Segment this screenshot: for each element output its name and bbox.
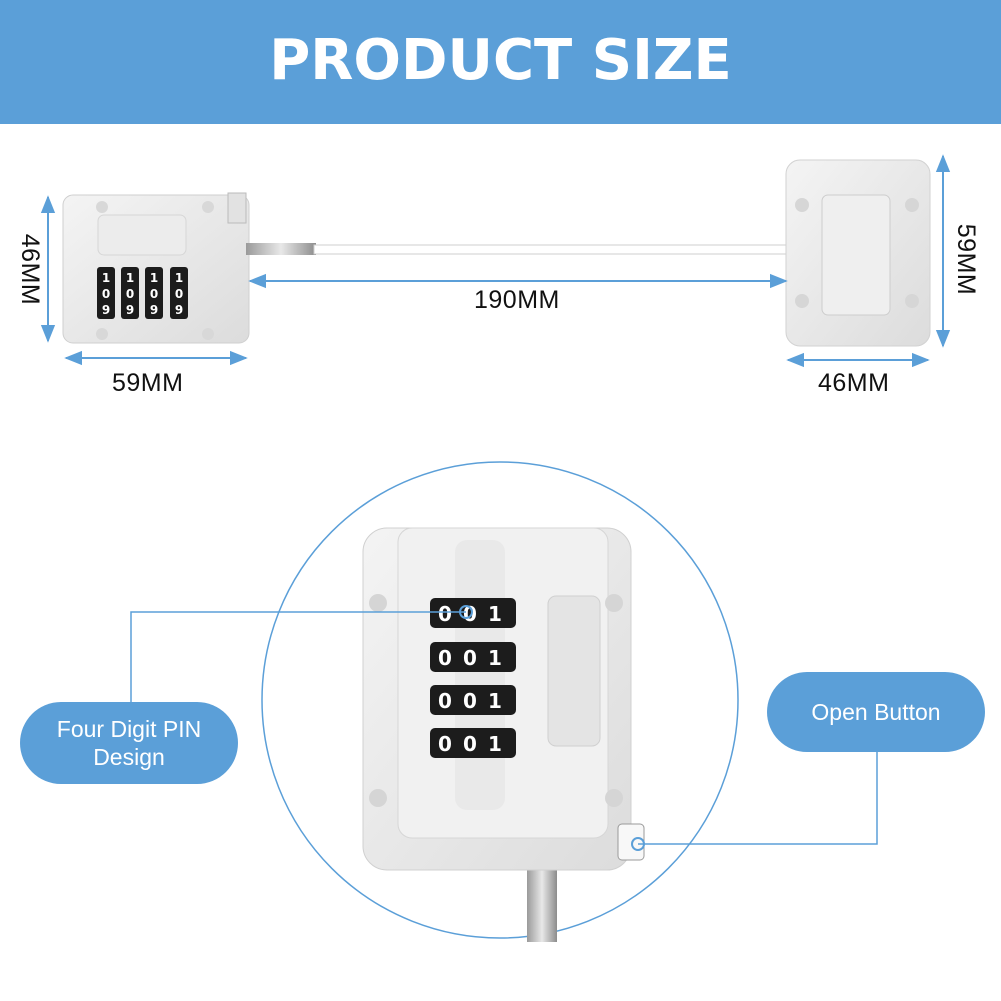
svg-text:1: 1	[488, 602, 502, 626]
lock-body-small: 1 0 9 1 0 9 1 0 9 1 0 9	[62, 192, 250, 344]
svg-text:0: 0	[438, 646, 452, 670]
svg-text:9: 9	[150, 303, 158, 317]
svg-text:0: 0	[438, 602, 452, 626]
svg-text:0: 0	[463, 602, 477, 626]
header-banner: PRODUCT SIZE	[0, 0, 1001, 124]
svg-text:0: 0	[463, 689, 477, 713]
mounting-plate	[785, 159, 931, 347]
open-button-knob	[617, 823, 645, 861]
svg-text:1: 1	[102, 271, 110, 285]
svg-text:1: 1	[488, 646, 502, 670]
svg-text:9: 9	[175, 303, 183, 317]
svg-text:1: 1	[488, 689, 502, 713]
security-cable	[246, 243, 825, 255]
svg-text:0: 0	[463, 732, 477, 756]
svg-text:0: 0	[463, 646, 477, 670]
plate-height-label: 59MM	[952, 223, 981, 296]
svg-text:1: 1	[150, 271, 158, 285]
open-button-callout: Open Button	[767, 672, 985, 752]
svg-text:1: 1	[175, 271, 183, 285]
svg-text:0: 0	[150, 287, 158, 301]
svg-text:9: 9	[102, 303, 110, 317]
svg-text:9: 9	[126, 303, 134, 317]
plate-width-label: 46MM	[818, 369, 890, 397]
cable-length-label: 190MM	[474, 286, 560, 314]
svg-text:1: 1	[126, 271, 134, 285]
lock-width-label: 59MM	[112, 369, 184, 397]
lock-height-label: 46MM	[16, 233, 45, 306]
svg-text:0: 0	[175, 287, 183, 301]
svg-text:0: 0	[438, 732, 452, 756]
svg-text:1: 1	[488, 732, 502, 756]
svg-text:0: 0	[126, 287, 134, 301]
cable-ends-large	[527, 862, 557, 942]
combination-dials-small: 1 0 9 1 0 9 1 0 9 1 0 9	[97, 267, 188, 319]
svg-text:0: 0	[438, 689, 452, 713]
page-title: PRODUCT SIZE	[269, 28, 732, 93]
pin-design-callout: Four Digit PIN Design	[20, 702, 238, 784]
svg-text:0: 0	[102, 287, 110, 301]
